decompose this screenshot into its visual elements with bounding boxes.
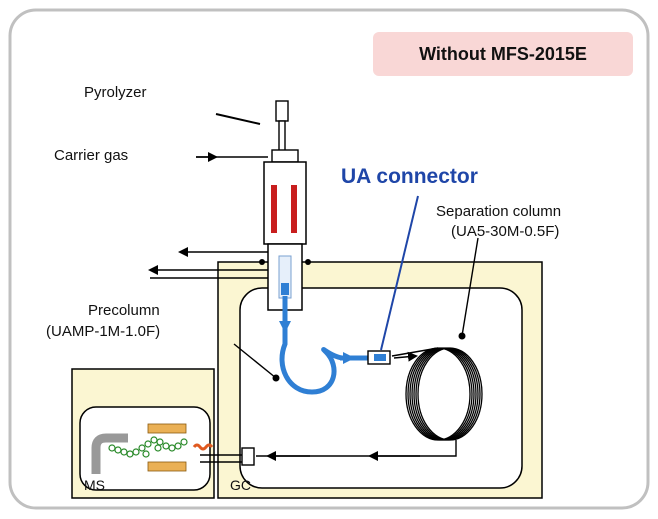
ms-ion-source: [91, 433, 128, 474]
precolumn-tube: [279, 296, 368, 395]
furnace-body: [263, 161, 307, 245]
heater-right: [291, 185, 297, 233]
ua-connector-pointer: [380, 195, 419, 351]
precolumn-label: Precolumn: [88, 302, 160, 319]
quadrupole-bottom: [147, 461, 187, 472]
precolumn-model: (UAMP-1M-1.0F): [46, 323, 161, 340]
detector: [192, 443, 214, 451]
ions: [108, 436, 188, 458]
without-mfs-badge: Without MFS-2015E: [373, 32, 633, 76]
heater-left: [271, 185, 277, 233]
quadrupole-top: [147, 423, 187, 434]
separation-column-pointer: [461, 237, 479, 337]
gc-label: GC: [230, 477, 251, 493]
pyrolyzer-pointer: [215, 113, 261, 125]
precolumn-inlet: [281, 283, 289, 295]
ms-label: MS: [84, 477, 105, 493]
separation-column-model: (UA5-30M-0.5F): [451, 223, 560, 240]
ua-connector-label: UA connector: [341, 165, 478, 188]
carrier-gas-label: Carrier gas: [54, 147, 129, 164]
separation-column-label: Separation column: [436, 203, 562, 220]
precolumn-pointer: [233, 343, 277, 379]
pyrolyzer-label: Pyrolyzer: [84, 84, 147, 101]
sampler-plunger: [275, 100, 289, 122]
separation-column-coil: [405, 347, 483, 441]
transfer-connector: [241, 447, 255, 466]
